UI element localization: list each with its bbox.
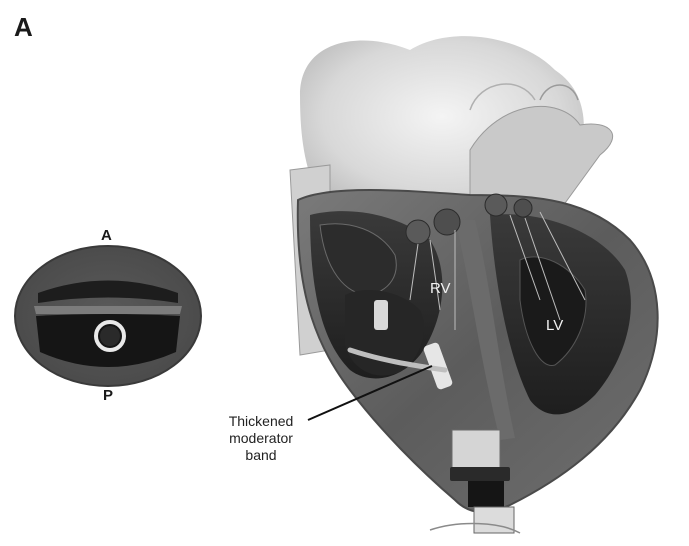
moderator-band-annotation: Thickened moderator band <box>206 413 316 463</box>
heart-illustration <box>290 36 658 533</box>
right-ventricle-label: RV <box>430 281 451 296</box>
annotation-line: Thickened <box>206 413 316 430</box>
anterior-label: A <box>101 228 112 243</box>
posterior-label: P <box>103 388 113 403</box>
annotation-line: moderator <box>206 430 316 447</box>
panel-letter: A <box>14 14 33 40</box>
left-ventricle-label: LV <box>546 318 563 333</box>
annotation-line: band <box>206 447 316 464</box>
valve-cross-section <box>15 246 201 386</box>
